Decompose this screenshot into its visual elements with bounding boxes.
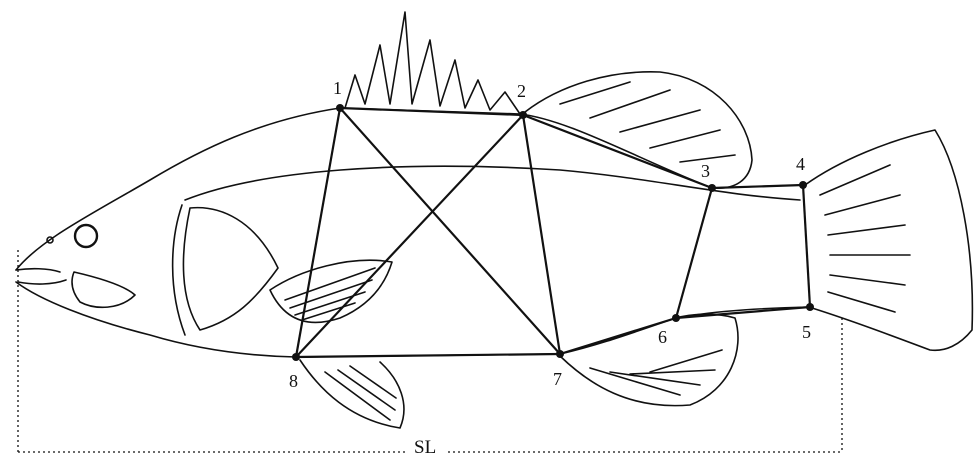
landmark-point-7 <box>556 350 564 358</box>
standard-length-label: SL <box>414 437 436 458</box>
fish-outline <box>16 12 972 428</box>
fish-cheek <box>72 272 135 307</box>
fish-mouth <box>16 269 66 284</box>
landmark-label-4: 4 <box>796 154 805 174</box>
landmark-label-5: 5 <box>802 322 811 342</box>
fish-caudal-fin <box>805 130 972 350</box>
landmark-point-8 <box>292 353 300 361</box>
truss-network <box>296 108 810 357</box>
landmark-label-2: 2 <box>517 81 526 101</box>
truss-line-4-5 <box>803 185 810 307</box>
landmark-point-2 <box>519 111 527 119</box>
fish-pelvic-rays <box>325 366 396 420</box>
landmark-point-6 <box>672 314 680 322</box>
fish-anal-rays <box>590 350 722 395</box>
landmark-label-1: 1 <box>333 78 342 98</box>
landmark-point-4 <box>799 181 807 189</box>
truss-line-3-4 <box>712 185 803 188</box>
fish-caudal-rays <box>820 165 910 312</box>
fish-eye <box>75 225 97 247</box>
landmark-label-3: 3 <box>701 161 710 181</box>
fish-pectoral-fin <box>270 260 392 322</box>
truss-line-2-8 <box>296 115 523 357</box>
landmark-point-1 <box>336 104 344 112</box>
truss-line-5-6 <box>676 307 810 318</box>
fish-operculum <box>183 208 278 330</box>
landmark-point-3 <box>708 184 716 192</box>
fish-dorsal-contour <box>16 108 803 270</box>
truss-line-3-6 <box>676 188 712 318</box>
landmark-label-8: 8 <box>289 371 298 391</box>
fish-ventral-contour <box>16 282 810 357</box>
landmark-label-7: 7 <box>553 369 562 389</box>
fish-spiny-dorsal-fin <box>345 12 520 114</box>
fish-soft-dorsal-rays <box>560 82 735 162</box>
landmark-label-6: 6 <box>658 327 667 347</box>
truss-line-7-8 <box>296 354 560 357</box>
landmark-point-5 <box>806 303 814 311</box>
truss-line-1-2 <box>340 108 523 115</box>
